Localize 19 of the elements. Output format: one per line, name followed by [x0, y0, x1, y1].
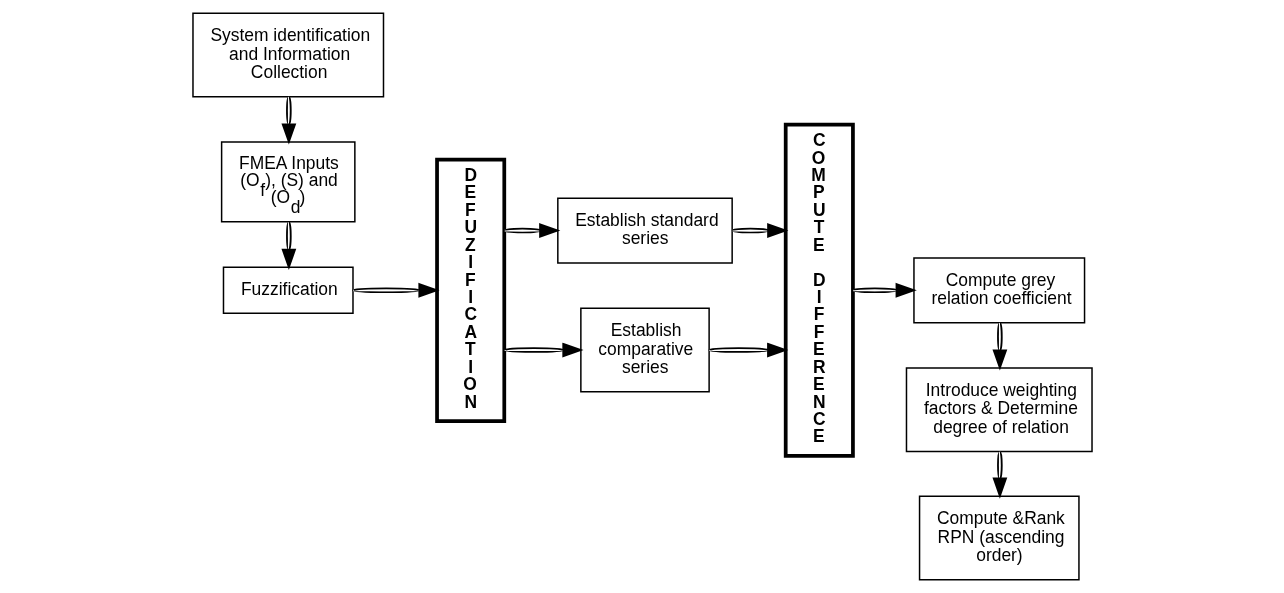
- arrow: [991, 322, 1007, 371]
- arrow: [503, 342, 584, 358]
- arrow: [731, 223, 788, 238]
- arrow: [280, 95, 296, 145]
- node-box: DEFUZIFICATION: [434, 157, 506, 423]
- node-box: Introduce weighting factors & Determine degree of relation: [905, 367, 1093, 453]
- node-box: Fuzzification: [222, 266, 354, 315]
- arrow: [851, 282, 917, 298]
- node-box: Compute grey relation coefficient: [912, 257, 1085, 324]
- arrow: [351, 282, 440, 298]
- arrow: [707, 342, 788, 358]
- arrow: [503, 223, 560, 238]
- node-box: Establish standard series: [556, 197, 733, 264]
- arrow: [991, 450, 1007, 499]
- arrow: [280, 221, 296, 271]
- node-box: COMPUTE DIFFERENCE: [783, 122, 855, 458]
- node-box: System identification and Information Collection: [191, 12, 384, 98]
- node-box: Compute &Rank RPN (ascending order): [918, 495, 1080, 581]
- node-box: Establish comparative series: [579, 307, 710, 393]
